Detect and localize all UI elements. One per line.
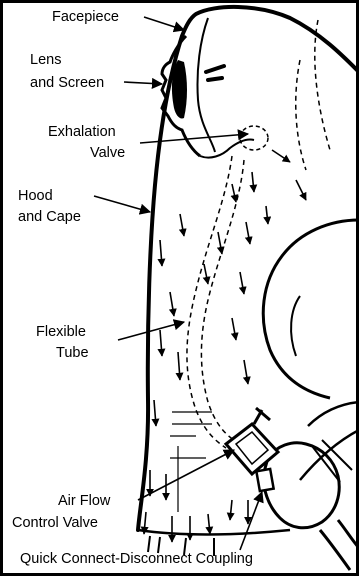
facepiece-leader xyxy=(144,17,184,30)
quick-connect-coupling xyxy=(256,469,273,491)
airflow-label-line2: Control Valve xyxy=(12,515,98,531)
tube-leader xyxy=(118,322,184,340)
hood-leader xyxy=(94,196,150,212)
hood-inner-rim xyxy=(197,18,215,152)
arm-inner-line xyxy=(291,296,300,356)
exhalation-label-line1: Exhalation xyxy=(48,124,116,140)
arm-outline xyxy=(263,220,359,398)
lens-leader xyxy=(124,82,162,84)
airflow-arrows xyxy=(144,150,306,542)
airflow-label-line1: Air Flow xyxy=(58,493,111,509)
hood-label-line1: Hood xyxy=(18,188,53,204)
cape-hem xyxy=(138,530,290,535)
eye-mark xyxy=(206,66,224,80)
tube-label-line2: Tube xyxy=(56,345,89,361)
strap-lines xyxy=(170,412,212,512)
exhalation-label-line2: Valve xyxy=(90,145,125,161)
coupling-leader xyxy=(240,492,262,550)
lens-label-line2: and Screen xyxy=(30,75,104,91)
coupling-label: Quick Connect-Disconnect Coupling xyxy=(20,551,253,567)
facepiece-label: Facepiece xyxy=(52,9,119,25)
tube-label-line1: Flexible xyxy=(36,324,86,340)
air-flow-control-valve xyxy=(226,408,278,474)
supply-hose xyxy=(320,520,359,570)
lens-label-line1: Lens xyxy=(30,52,61,68)
exhalation-leader xyxy=(140,134,248,143)
exhalation-valve xyxy=(240,126,268,150)
hood-label-line2: and Cape xyxy=(18,209,81,225)
